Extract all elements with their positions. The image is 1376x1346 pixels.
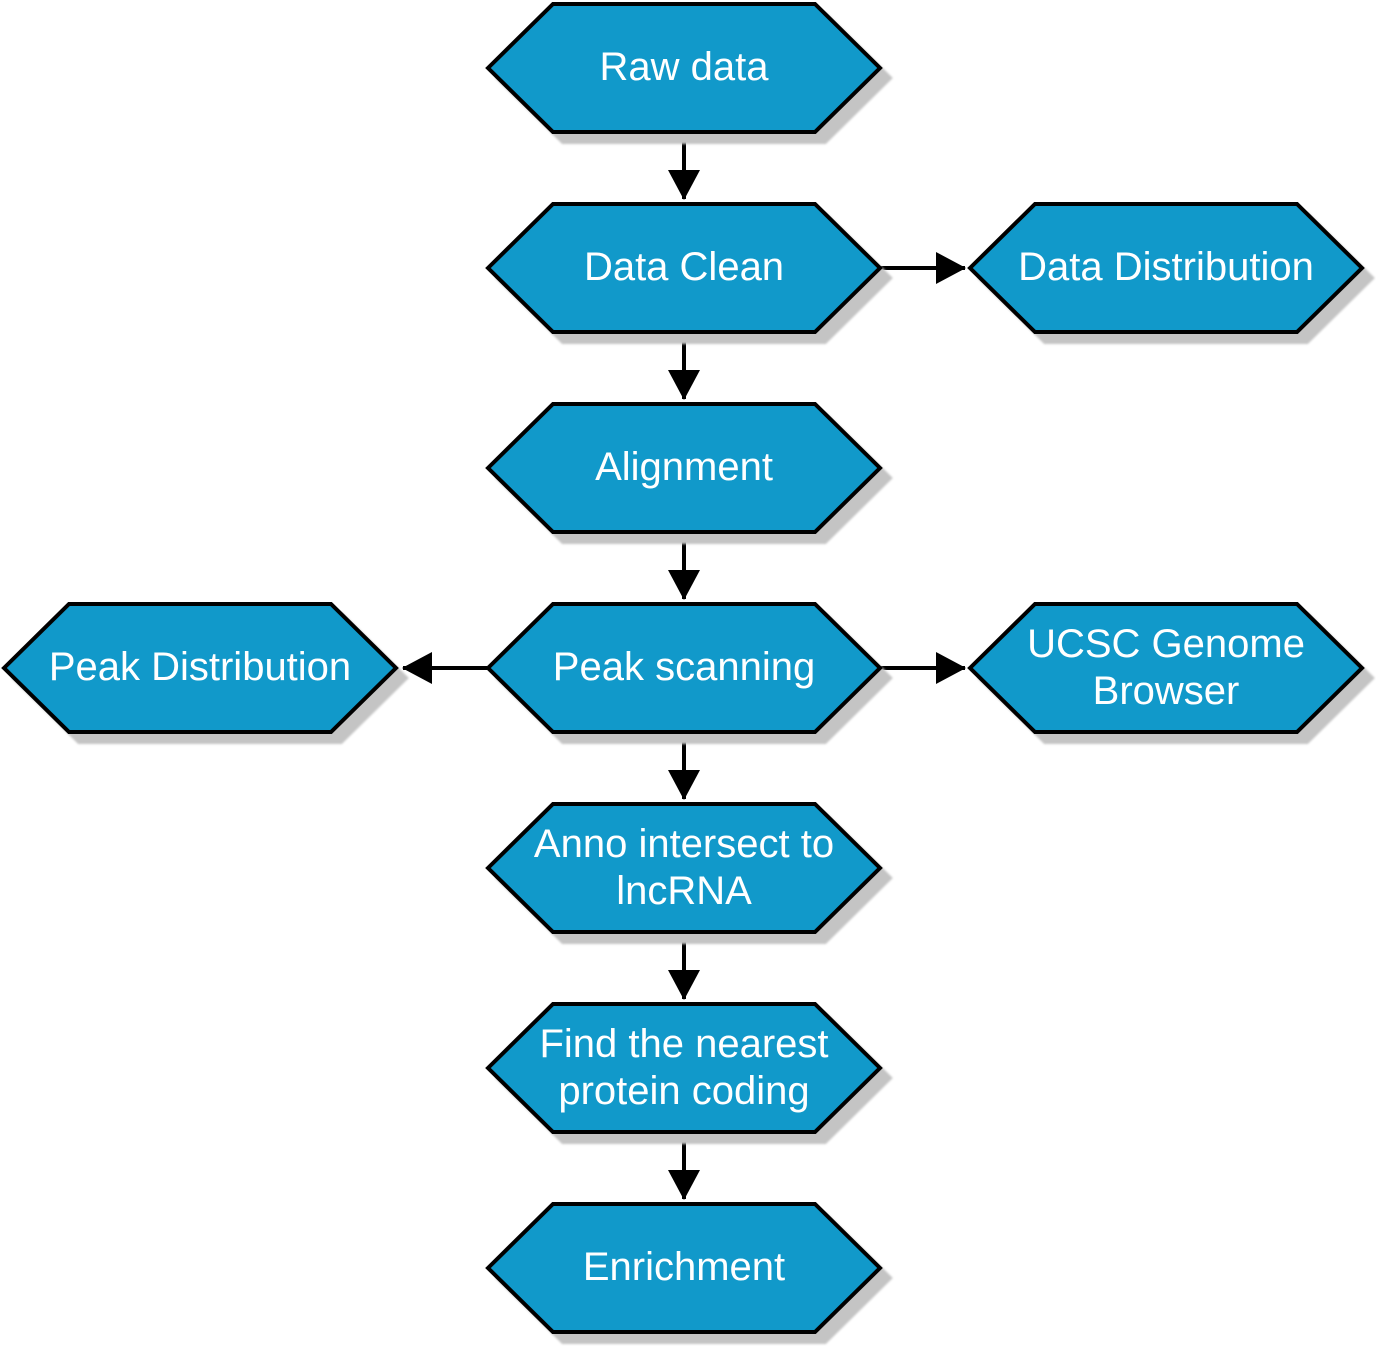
hexagon-shape bbox=[485, 202, 883, 334]
hexagon-shape bbox=[485, 602, 883, 734]
hexagon-shape bbox=[967, 602, 1365, 734]
node-label: Anno intersect to lncRNA bbox=[533, 821, 835, 913]
hexagon-shape bbox=[485, 1202, 883, 1334]
node-raw-data: Raw data bbox=[485, 2, 883, 134]
node-label: Data Clean bbox=[583, 245, 785, 290]
node-label: Enrichment bbox=[582, 1245, 786, 1290]
node-ucsc-genome-browser: UCSC Genome Browser bbox=[967, 602, 1365, 734]
hexagon-shape bbox=[967, 202, 1365, 334]
node-label: Alignment bbox=[595, 445, 773, 490]
node-data-distribution: Data Distribution bbox=[967, 202, 1365, 334]
hexagon-shape bbox=[485, 402, 883, 534]
node-label: Find the nearest protein coding bbox=[539, 1021, 829, 1113]
node-label: Raw data bbox=[599, 45, 769, 90]
hexagon-shape bbox=[1, 602, 399, 734]
node-label: Peak Distribution bbox=[48, 645, 352, 690]
node-peak-distribution: Peak Distribution bbox=[1, 602, 399, 734]
node-anno-intersect-to-lncrna: Anno intersect to lncRNA bbox=[485, 802, 883, 934]
node-label: UCSC Genome Browser bbox=[1027, 621, 1305, 713]
node-peak-scanning: Peak scanning bbox=[485, 602, 883, 734]
node-data-clean: Data Clean bbox=[485, 202, 883, 334]
node-label: Data Distribution bbox=[1018, 245, 1314, 290]
hexagon-shape bbox=[485, 802, 883, 934]
node-enrichment: Enrichment bbox=[485, 1202, 883, 1334]
hexagon-shape bbox=[485, 2, 883, 134]
node-find-nearest-protein-coding: Find the nearest protein coding bbox=[485, 1002, 883, 1134]
hexagon-shape bbox=[485, 1002, 883, 1134]
node-alignment: Alignment bbox=[485, 402, 883, 534]
node-label: Peak scanning bbox=[552, 645, 816, 690]
